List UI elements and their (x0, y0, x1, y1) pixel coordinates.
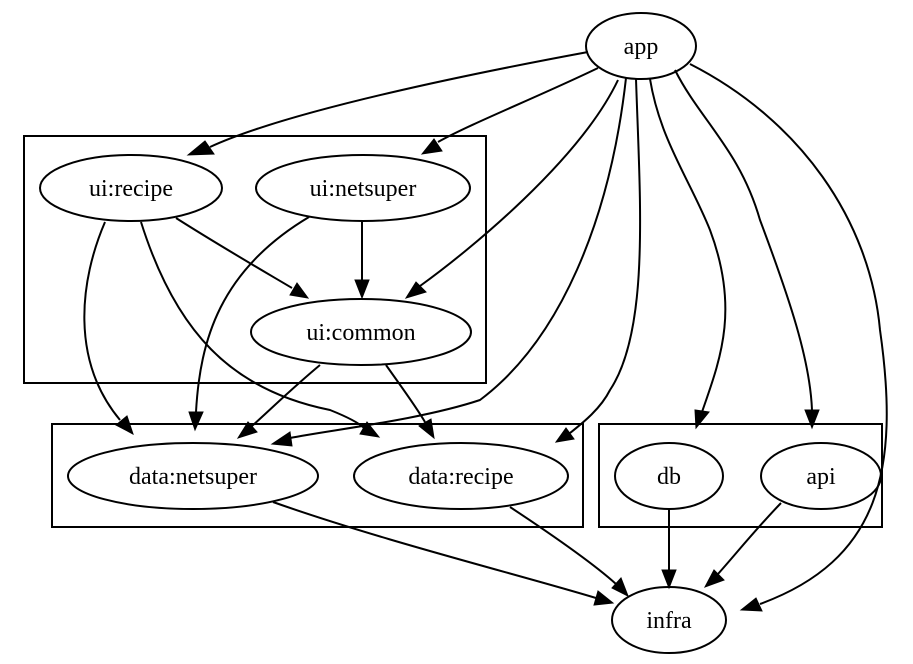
edge-app-to-api (674, 69, 820, 430)
edge-api-to-infra (703, 502, 782, 588)
edge-app-to-data-recipe-line (569, 78, 642, 434)
edge-ui-netsuper-to-ui-common (354, 220, 370, 300)
edge-app-to-data-recipe (554, 78, 642, 443)
edge-ui-recipe-to-data-recipe-arrowhead (359, 421, 381, 438)
edge-app-to-db-line (649, 78, 727, 413)
edge-ui-common-to-data-recipe (385, 364, 435, 440)
edge-app-to-ui-netsuper-arrowhead (420, 138, 443, 155)
edge-data-recipe-to-infra-arrowhead (611, 577, 629, 598)
node-ui-common-label: ui:common (306, 320, 415, 346)
node-db: db (614, 442, 724, 510)
node-ui-common: ui:common (250, 298, 472, 366)
edge-ui-recipe-to-data-recipe (140, 221, 381, 438)
edge-app-to-infra-line (689, 63, 888, 605)
edge-ui-recipe-to-data-recipe-line (140, 221, 365, 429)
edge-app-to-ui-common (404, 79, 619, 299)
edge-api-to-infra-line (717, 502, 782, 575)
edge-app-to-data-recipe-arrowhead (554, 427, 575, 443)
edge-ui-recipe-to-data-netsuper (83, 221, 134, 436)
node-ui-netsuper-label: ui:netsuper (310, 176, 417, 202)
edge-app-to-data-netsuper-arrowhead (270, 431, 293, 447)
edge-app-to-infra-arrowhead (739, 597, 763, 612)
edge-ui-recipe-to-data-netsuper-arrowhead (115, 415, 134, 436)
node-data-recipe-ellipse (353, 442, 569, 510)
edge-data-recipe-to-infra (509, 506, 629, 598)
edge-ui-recipe-to-ui-common-line (175, 217, 293, 289)
node-app-ellipse (585, 12, 697, 80)
edge-app-to-ui-netsuper-line (437, 67, 599, 143)
edge-ui-recipe-to-ui-common-arrowhead (289, 282, 310, 299)
edge-ui-netsuper-to-ui-common-arrowhead (354, 279, 370, 300)
node-infra: infra (611, 586, 727, 654)
edge-data-netsuper-to-infra (272, 501, 615, 606)
edge-ui-common-to-data-recipe-arrowhead (418, 418, 435, 440)
node-data-recipe: data:recipe (353, 442, 569, 510)
node-ui-common-ellipse (250, 298, 472, 366)
edge-ui-recipe-to-data-netsuper-line (83, 221, 121, 421)
node-data-recipe-label: data:recipe (408, 464, 513, 490)
node-api: api (760, 442, 882, 510)
edge-ui-common-to-data-netsuper (236, 364, 321, 439)
node-data-netsuper-ellipse (67, 442, 319, 510)
edge-api-to-infra-arrowhead (703, 569, 725, 588)
edge-app-to-ui-recipe (186, 51, 589, 156)
node-app-label: app (624, 34, 659, 60)
edges-layer (83, 51, 888, 612)
edge-ui-netsuper-to-data-netsuper (188, 216, 310, 432)
edge-app-to-db-arrowhead (694, 409, 710, 430)
node-db-ellipse (614, 442, 724, 510)
node-app: app (585, 12, 697, 80)
edge-ui-netsuper-to-data-netsuper-line (195, 216, 310, 413)
edge-app-to-api-arrowhead (804, 409, 820, 430)
node-ui-netsuper-ellipse (255, 154, 471, 222)
node-db-label: db (657, 464, 681, 490)
node-ui-netsuper: ui:netsuper (255, 154, 471, 222)
node-api-ellipse (760, 442, 882, 510)
edge-ui-common-to-data-netsuper-arrowhead (236, 421, 258, 439)
node-data-netsuper: data:netsuper (67, 442, 319, 510)
node-data-netsuper-label: data:netsuper (129, 464, 257, 490)
edge-data-netsuper-to-infra-line (272, 501, 597, 599)
edge-app-to-data-netsuper (270, 77, 627, 447)
node-infra-label: infra (646, 608, 692, 634)
edge-app-to-data-netsuper-line (289, 77, 627, 439)
edge-app-to-ui-common-arrowhead (404, 281, 427, 299)
edge-app-to-ui-recipe-line (209, 51, 589, 148)
edge-app-to-ui-common-line (419, 79, 619, 287)
edge-ui-common-to-data-recipe-line (385, 364, 426, 423)
edge-app-to-infra (689, 63, 888, 612)
edge-app-to-api-line (674, 69, 813, 411)
node-ui-recipe-ellipse (39, 154, 223, 222)
edge-db-to-infra (661, 509, 677, 590)
edge-ui-common-to-data-netsuper-line (251, 364, 321, 427)
node-ui-recipe: ui:recipe (39, 154, 223, 222)
node-infra-ellipse (611, 586, 727, 654)
edge-ui-netsuper-to-data-netsuper-arrowhead (188, 411, 204, 432)
edge-data-recipe-to-infra-line (509, 506, 617, 585)
node-ui-recipe-label: ui:recipe (89, 176, 173, 202)
edge-app-to-ui-recipe-arrowhead (186, 140, 215, 156)
edge-app-to-ui-netsuper (420, 67, 599, 155)
edge-data-netsuper-to-infra-arrowhead (593, 590, 615, 606)
edge-ui-recipe-to-ui-common (175, 217, 310, 299)
node-api-label: api (806, 464, 836, 490)
cluster-infra-group (598, 423, 883, 528)
cluster-data (51, 423, 584, 528)
edge-db-to-infra-arrowhead (661, 569, 677, 590)
nodes-layer: app ui:recipe ui:netsuper ui:common data:net… (39, 12, 882, 654)
edge-app-to-db (649, 78, 727, 430)
